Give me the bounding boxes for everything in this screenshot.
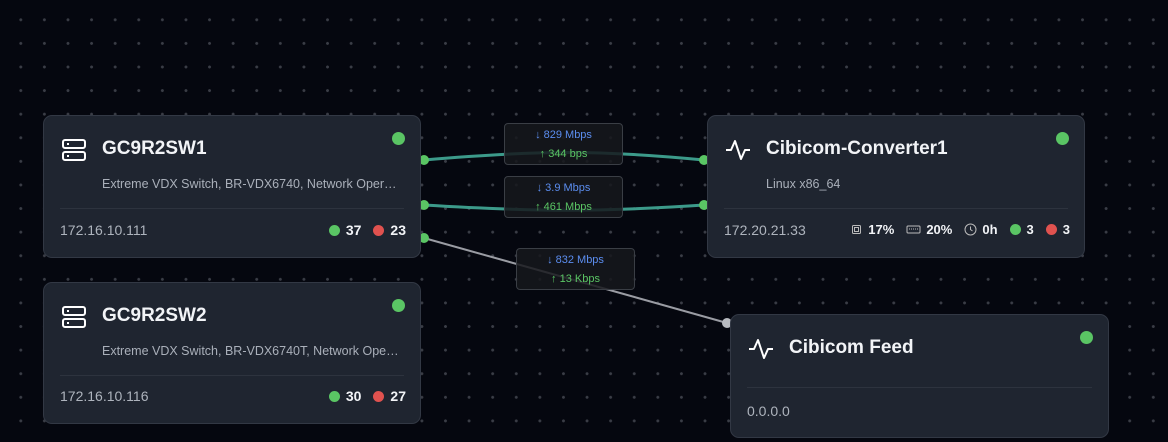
node-title: Cibicom-Converter1 <box>766 138 948 159</box>
status-indicator <box>1056 132 1069 145</box>
ports-up: 3 <box>1026 222 1034 237</box>
ports-down: 27 <box>390 388 406 404</box>
status-indicator <box>392 299 405 312</box>
edge-label-traffic: ↓ 832 Mbps ↑ 13 Kbps <box>516 248 635 290</box>
handle[interactable] <box>699 155 709 165</box>
handle[interactable] <box>699 200 709 210</box>
up-dot-icon <box>1009 224 1021 235</box>
download-rate: ↓ 832 Mbps <box>547 254 604 266</box>
port-stats: 37 23 <box>328 222 406 238</box>
node-ip: 172.16.10.116 <box>60 388 149 404</box>
divider <box>60 375 404 376</box>
status-indicator <box>392 132 405 145</box>
node-card-cibicom-feed[interactable]: Cibicom Feed 0.0.0.0 <box>730 314 1109 438</box>
node-ip: 172.16.10.111 <box>60 222 148 238</box>
clock-icon <box>964 223 977 236</box>
down-dot-icon <box>373 224 385 236</box>
node-card-gc9r2sw1[interactable]: GC9R2SW1 Extreme VDX Switch, BR-VDX6740,… <box>43 115 421 258</box>
node-ip: 172.20.21.33 <box>724 222 806 238</box>
node-description: Extreme VDX Switch, BR-VDX6740, Network … <box>102 177 402 191</box>
node-title: GC9R2SW2 <box>102 305 207 326</box>
ports-up: 37 <box>345 222 362 238</box>
memory-usage: 20% <box>926 222 953 237</box>
ports-down: 3 <box>1062 222 1070 237</box>
cpu-icon <box>852 225 862 234</box>
server-icon <box>62 139 86 161</box>
node-title: Cibicom Feed <box>789 337 914 358</box>
activity-icon <box>748 339 774 359</box>
node-description: Linux x86_64 <box>766 177 841 191</box>
download-rate: ↓ 829 Mbps <box>535 129 592 141</box>
down-dot-icon <box>1045 224 1057 235</box>
handle[interactable] <box>419 200 429 210</box>
upload-rate: ↑ 344 bps <box>539 148 588 160</box>
edge-label-traffic: ↓ 829 Mbps ↑ 344 bps <box>504 123 623 165</box>
down-dot-icon <box>373 390 385 402</box>
server-icon <box>62 306 86 328</box>
port-stats: 30 27 <box>328 388 406 404</box>
status-indicator <box>1080 331 1093 344</box>
activity-icon <box>725 140 751 160</box>
node-card-cibicom-converter1[interactable]: Cibicom-Converter1 Linux x86_64 172.20.2… <box>707 115 1085 258</box>
handle[interactable] <box>722 318 732 328</box>
divider <box>60 208 404 209</box>
node-ip: 0.0.0.0 <box>747 403 790 419</box>
ports-down: 23 <box>390 222 406 238</box>
up-dot-icon <box>328 224 340 236</box>
uptime: 0h <box>982 222 998 237</box>
divider <box>747 387 1092 388</box>
download-rate: ↓ 3.9 Mbps <box>536 182 591 194</box>
upload-rate: ↑ 461 Mbps <box>535 201 592 213</box>
handle[interactable] <box>419 233 429 243</box>
up-dot-icon <box>328 390 340 402</box>
node-card-gc9r2sw2[interactable]: GC9R2SW2 Extreme VDX Switch, BR-VDX6740T… <box>43 282 421 424</box>
ports-up: 30 <box>345 388 362 404</box>
handle[interactable] <box>419 155 429 165</box>
cpu-usage: 17% <box>868 222 895 237</box>
node-title: GC9R2SW1 <box>102 138 207 159</box>
memory-icon <box>906 225 921 234</box>
node-stats: 17% 20% 0h 3 3 <box>850 222 1070 237</box>
edge-label-traffic: ↓ 3.9 Mbps ↑ 461 Mbps <box>504 176 623 218</box>
node-description: Extreme VDX Switch, BR-VDX6740T, Network… <box>102 344 402 358</box>
divider <box>724 208 1068 209</box>
upload-rate: ↑ 13 Kbps <box>551 273 600 285</box>
